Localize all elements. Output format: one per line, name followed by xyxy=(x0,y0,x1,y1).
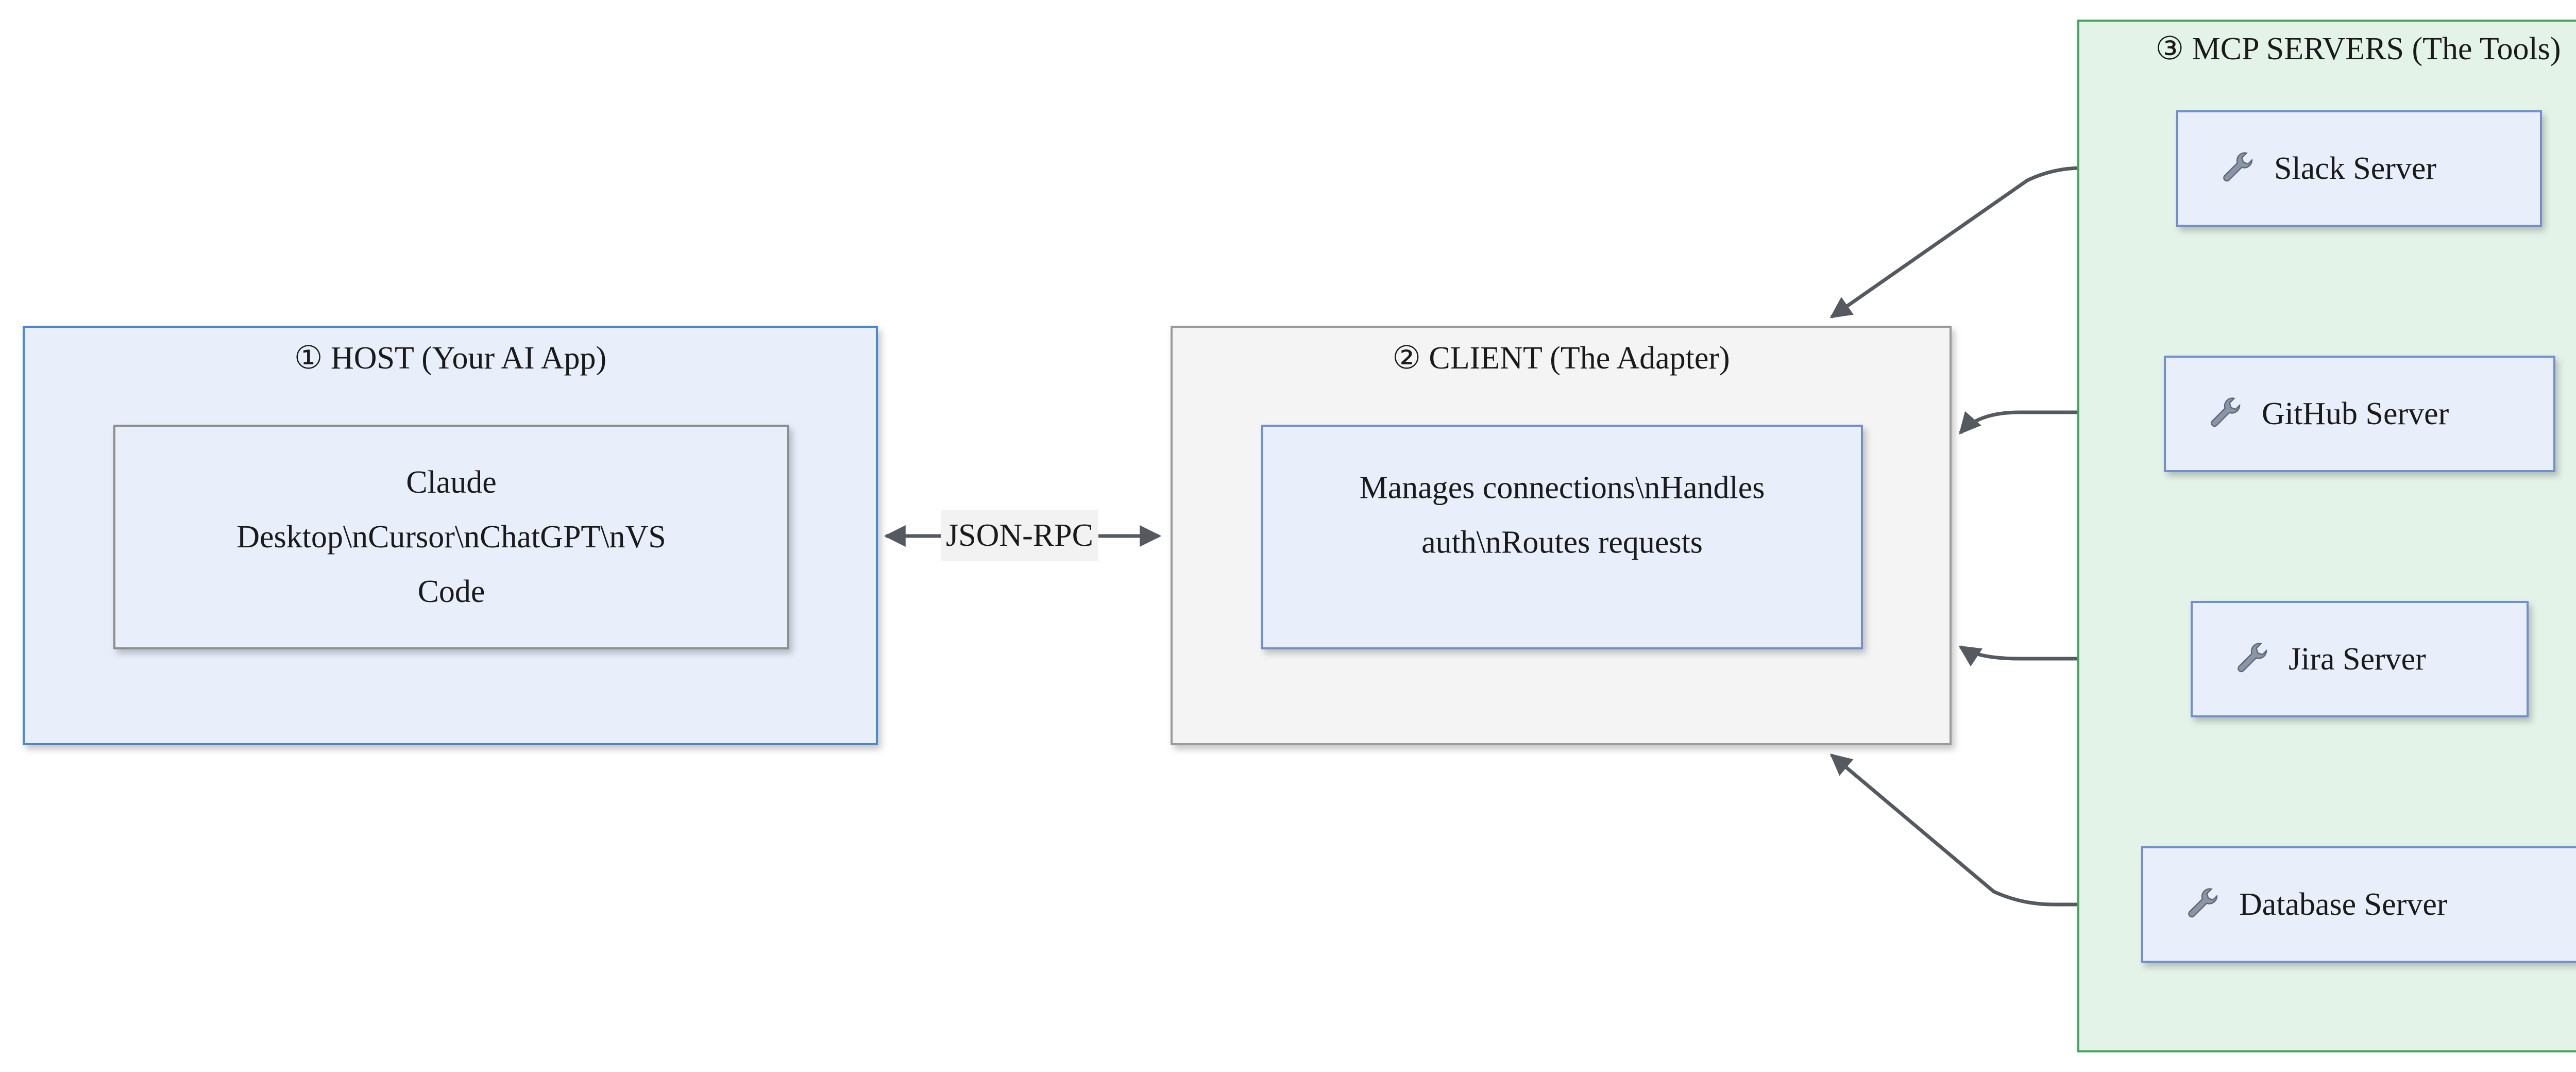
mcp-servers-title: ③ MCP SERVERS (The Tools) xyxy=(2155,31,2561,66)
json-rpc-label: JSON-RPC xyxy=(941,510,1098,561)
host-group: ① HOST (Your AI App) Claude Desktop\nCur… xyxy=(23,326,878,745)
client-group: ② CLIENT (The Adapter) Manages connectio… xyxy=(1171,326,1952,745)
wrench-icon xyxy=(2238,643,2267,673)
arrow-client-github xyxy=(1959,401,2154,435)
slack-server-label: Slack Server xyxy=(2274,150,2437,186)
arrow-client-database xyxy=(1829,753,2133,915)
jira-server-label: Jira Server xyxy=(2289,641,2426,677)
host-apps-text: Claude Desktop\nCursor\nChatGPT\nVS Code xyxy=(236,465,666,609)
client-title: ② CLIENT (The Adapter) xyxy=(1392,341,1730,376)
host-apps-box: Claude Desktop\nCursor\nChatGPT\nVS Code xyxy=(113,425,789,649)
wrench-icon xyxy=(2188,888,2218,918)
database-server-node: Database Server xyxy=(2141,846,2576,963)
wrench-icon xyxy=(2223,152,2253,182)
host-title: ① HOST (Your AI App) xyxy=(294,341,607,376)
client-responsibilities-text: Manages connections\nHandles auth\nRoute… xyxy=(1359,470,1765,560)
github-server-label: GitHub Server xyxy=(2262,396,2449,431)
slack-server-node: Slack Server xyxy=(2176,110,2542,227)
jira-server-node: Jira Server xyxy=(2191,601,2529,717)
github-server-node: GitHub Server xyxy=(2164,356,2555,472)
arrow-client-jira xyxy=(1958,645,2179,669)
wrench-icon xyxy=(2211,397,2241,427)
client-responsibilities-box: Manages connections\nHandles auth\nRoute… xyxy=(1261,425,1863,649)
database-server-label: Database Server xyxy=(2239,886,2448,922)
